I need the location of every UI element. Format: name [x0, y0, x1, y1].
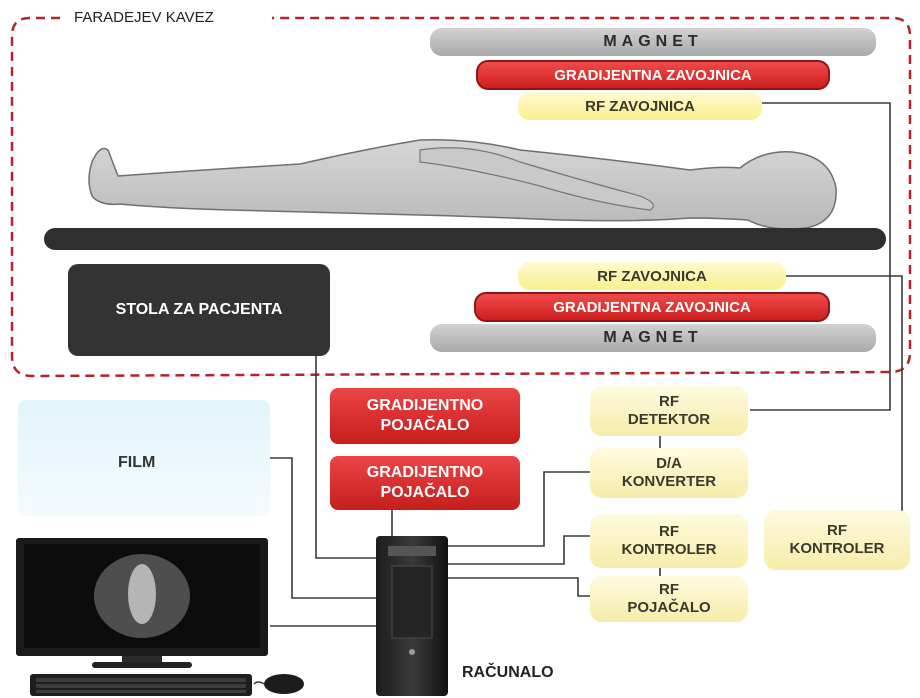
- patient-table-box: STOLA ZA PACJENTA: [68, 264, 330, 356]
- faraday-cage-border: [10, 16, 912, 378]
- film-board: [18, 400, 270, 516]
- film-label: FILM: [118, 454, 156, 471]
- patient-table-bar: [44, 228, 886, 250]
- mouse-cable: [253, 681, 265, 685]
- top-magnet: MAGNET: [430, 28, 876, 56]
- monitor-base: [92, 662, 192, 668]
- rf-detector-box: RF DETEKTOR: [590, 386, 748, 436]
- gradient-amplifier-1: GRADIJENTNO POJAČALO: [330, 388, 520, 444]
- bottom-magnet: MAGNET: [430, 324, 876, 352]
- rf-controller-box-2: RF KONTROLER: [764, 510, 910, 570]
- patient-arm: [419, 147, 654, 211]
- rf-amplifier-box: RF POJAČALO: [590, 576, 748, 622]
- da-converter-box: D/A KONVERTER: [590, 448, 748, 498]
- mouse: [264, 674, 304, 694]
- connection-lines: [270, 102, 903, 627]
- gradient-amplifier-2: GRADIJENTNO POJAČALO: [330, 456, 520, 510]
- tower-power-button: [409, 649, 415, 655]
- bottom-rf-coil: RF ZAVOJNICA: [518, 262, 786, 290]
- bottom-gradient-coil: GRADIJENTNA ZAVOJNICA: [474, 292, 830, 322]
- mri-scan-spine: [128, 564, 156, 624]
- computer-label: RAČUNALO: [462, 664, 554, 681]
- monitor-stand: [122, 656, 162, 664]
- faraday-cage-label: FARADEJEV KAVEZ: [74, 9, 214, 26]
- keyboard-keys: [36, 678, 246, 693]
- top-rf-coil: RF ZAVOJNICA: [518, 92, 762, 120]
- rf-controller-box-1: RF KONTROLER: [590, 514, 748, 568]
- tower-drive: [388, 546, 436, 556]
- tower-panel: [391, 565, 433, 639]
- top-gradient-coil: GRADIJENTNA ZAVOJNICA: [476, 60, 830, 90]
